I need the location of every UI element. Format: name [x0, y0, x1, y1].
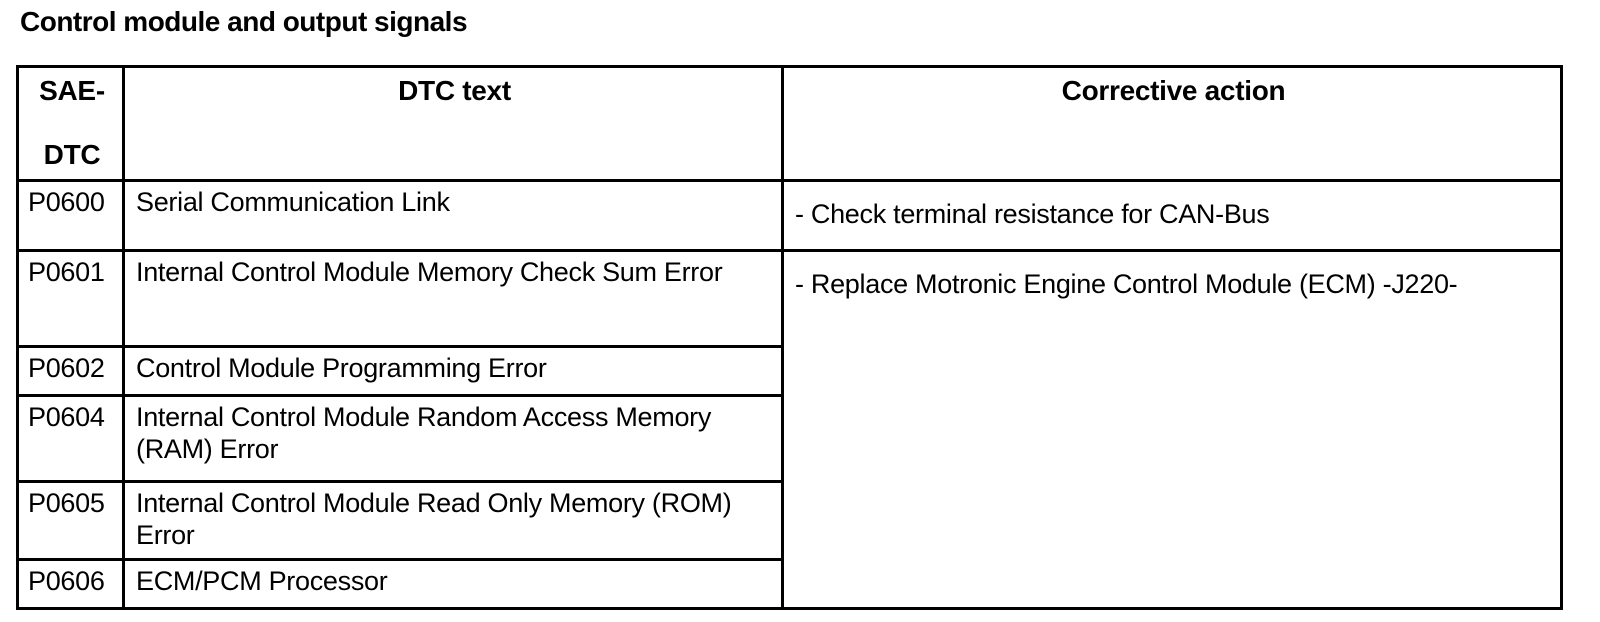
table-header-row: SAE- DTC DTC text Corrective action — [16, 65, 1563, 182]
dtc-code-cell: P0604 — [16, 394, 125, 483]
dtc-code-cell: P0600 — [16, 179, 125, 252]
dtc-table: SAE- DTC DTC text Corrective action P060… — [16, 65, 1563, 610]
header-cell-dtc-text: DTC text — [122, 65, 784, 182]
dtc-text-cell: ECM/PCM Processor — [122, 558, 784, 610]
table-row: P0600 Serial Communication Link - Check … — [16, 179, 1563, 252]
dtc-text-cell: Internal Control Module Random Access Me… — [122, 394, 784, 483]
dtc-text-cell: Internal Control Module Read Only Memory… — [122, 480, 784, 561]
dtc-code-cell: P0605 — [16, 480, 125, 561]
table-row: P0604 Internal Control Module Random Acc… — [16, 394, 1562, 483]
table-row: P0601 Internal Control Module Memory Che… — [16, 249, 1563, 610]
header-cell-corrective-action: Corrective action — [781, 65, 1563, 182]
table-row: P0606 ECM/PCM Processor — [16, 558, 1562, 610]
header-sae-label: SAE- — [39, 75, 105, 106]
dtc-text-cell: Internal Control Module Memory Check Sum… — [122, 249, 784, 348]
corrective-action-cell: - Check terminal resistance for CAN-Bus — [781, 179, 1563, 252]
table-row: P0602 Control Module Programming Error — [16, 345, 1562, 397]
page-title: Control module and output signals — [20, 6, 468, 37]
corrective-action-cell-merged: - Replace Motronic Engine Control Module… — [781, 249, 1563, 610]
dtc-code-cell: P0601 — [16, 249, 125, 348]
dtc-code-cell: P0606 — [16, 558, 125, 610]
table-row: P0605 Internal Control Module Read Only … — [16, 480, 1562, 561]
dtc-code-cell: P0602 — [16, 345, 125, 397]
dtc-text-cell: Control Module Programming Error — [122, 345, 784, 397]
header-cell-sae-dtc: SAE- DTC — [16, 65, 125, 182]
dtc-text-cell: Serial Communication Link — [122, 179, 784, 252]
header-dtc-label: DTC — [43, 138, 101, 170]
